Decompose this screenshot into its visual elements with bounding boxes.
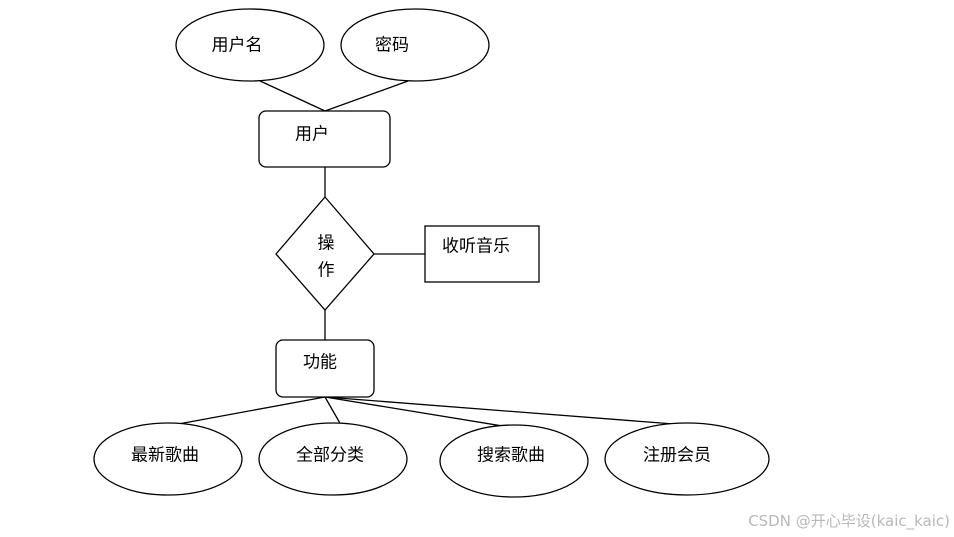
feature-latest-songs-shape [93, 422, 243, 496]
feature-all-categories-shape [258, 422, 408, 496]
entity-function-label: 功能 [303, 353, 337, 373]
entity-function: 功能 [275, 339, 375, 398]
feature-search-songs-label: 搜索歌曲 [477, 446, 545, 466]
attribute-password: 密码 [340, 8, 490, 82]
relationship-operate-label-1: 操 [318, 234, 335, 254]
line-function-register [324, 396, 688, 426]
relationship-operate: 操 作 [275, 196, 375, 311]
csdn-watermark: CSDN @开心毕设(kaic_kaic) [748, 512, 950, 530]
feature-register-member-label: 注册会员 [643, 446, 711, 466]
entity-user-label: 用户 [295, 125, 329, 145]
relationship-operate-label-2: 作 [318, 261, 335, 281]
line-function-categories [324, 396, 342, 426]
feature-search-songs-shape [439, 424, 589, 498]
attribute-password-shape [340, 8, 490, 82]
attribute-username-label: 用户名 [212, 36, 263, 56]
connector-lines [172, 79, 688, 430]
line-username-user [257, 79, 326, 112]
listen-music-label: 收听音乐 [442, 237, 510, 257]
feature-search-songs: 搜索歌曲 [439, 424, 589, 498]
attribute-password-label: 密码 [375, 36, 409, 56]
listen-music-node: 收听音乐 [424, 225, 540, 283]
feature-all-categories-label: 全部分类 [296, 446, 364, 466]
entity-user-box [258, 110, 391, 168]
line-password-user [324, 80, 409, 112]
relationship-operate-diamond [275, 196, 375, 311]
feature-all-categories: 全部分类 [258, 422, 408, 496]
attribute-username: 用户名 [175, 8, 325, 82]
listen-music-box [424, 225, 540, 283]
entity-user: 用户 [258, 110, 391, 168]
entity-function-box [275, 339, 375, 398]
line-function-latest [172, 396, 326, 426]
feature-register-member: 注册会员 [604, 422, 770, 496]
feature-latest-songs: 最新歌曲 [93, 422, 243, 496]
feature-latest-songs-label: 最新歌曲 [131, 446, 199, 466]
attribute-username-shape [175, 8, 325, 82]
line-function-search [324, 396, 522, 430]
feature-register-member-shape [604, 422, 770, 496]
